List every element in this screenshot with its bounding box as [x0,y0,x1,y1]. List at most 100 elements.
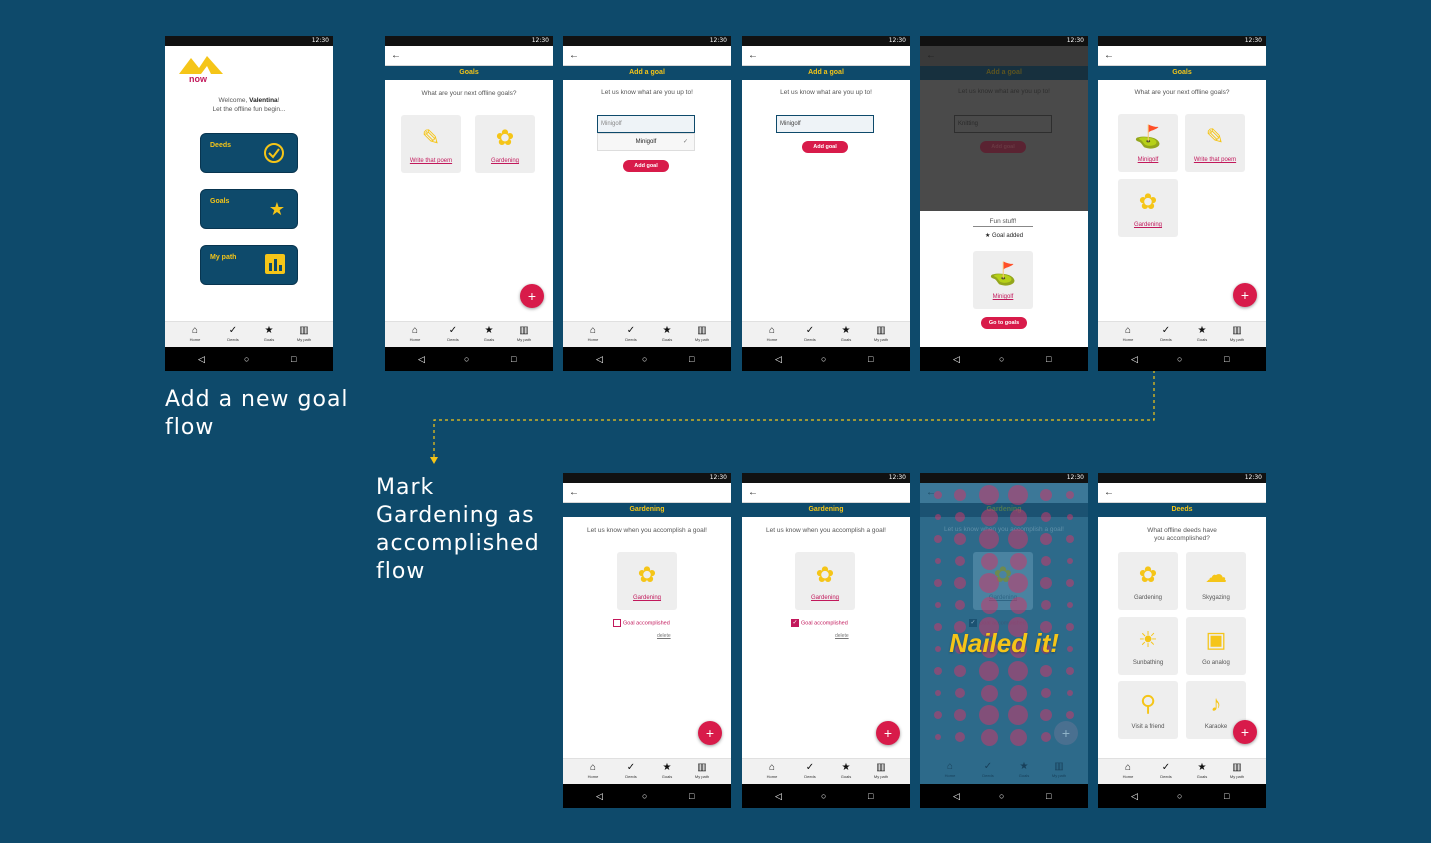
nav-home[interactable]: ⌂Home [578,325,608,343]
home-circle-icon[interactable]: ○ [642,354,648,364]
deed-tile-sunbathing[interactable]: ☀ Sunbathing [1118,617,1178,675]
nav-home[interactable]: ⌂Home [180,325,210,343]
add-goal-fab[interactable]: + [698,721,722,745]
nav-my-path[interactable]: ▥My path [866,325,896,343]
go-to-goals-button[interactable]: Go to goals [981,317,1027,329]
nav-deeds[interactable]: ✓Deeds [218,325,248,343]
nav-my-path[interactable]: ▥My path [687,762,717,780]
goal-tile-poem[interactable]: ✎ Write that poem [401,115,461,173]
recents-square-icon[interactable]: □ [291,354,297,364]
nav-deeds[interactable]: ✓Deeds [438,325,468,343]
nav-goals[interactable]: ★Goals [831,325,861,343]
deed-tile-visit-friend[interactable]: ⚲ Visit a friend [1118,681,1178,739]
deed-tile-skygazing[interactable]: ☁ Skygazing [1186,552,1246,610]
nav-goals[interactable]: ★Goals [474,325,504,343]
recents-square-icon[interactable]: □ [1046,354,1052,364]
nav-goals[interactable]: ★Goals [652,762,682,780]
nav-deeds[interactable]: ✓Deeds [1151,325,1181,343]
recents-square-icon[interactable]: □ [1046,791,1052,801]
home-circle-icon[interactable]: ○ [1177,791,1183,801]
goal-accomplished-checkbox[interactable]: ✓Goal accomplished [791,619,848,628]
nav-home[interactable]: ⌂Home [400,325,430,343]
back-arrow-icon[interactable]: ← [391,50,401,61]
nav-home[interactable]: ⌂Home [578,762,608,780]
back-arrow-icon[interactable]: ← [748,50,758,61]
add-goal-button[interactable]: Add goal [623,160,669,172]
nav-deeds[interactable]: ✓Deeds [1151,762,1181,780]
recents-square-icon[interactable]: □ [868,354,874,364]
add-goal-fab[interactable]: + [1233,283,1257,307]
back-triangle-icon[interactable]: ◁ [418,354,425,364]
back-triangle-icon[interactable]: ◁ [596,354,603,364]
goal-tile-gardening[interactable]: ✿ Gardening [617,552,677,610]
nav-deeds[interactable]: ✓Deeds [795,325,825,343]
nav-home[interactable]: ⌂Home [757,762,787,780]
nav-home[interactable]: ⌂Home [1113,325,1143,343]
goal-suggestion-option[interactable]: Minigolf ✓ [597,133,695,151]
nav-my-path[interactable]: ▥My path [687,325,717,343]
goal-tile-gardening[interactable]: ✿ Gardening [795,552,855,610]
goal-input[interactable]: Minigolf [776,115,874,133]
recents-square-icon[interactable]: □ [1224,354,1230,364]
back-triangle-icon[interactable]: ◁ [775,354,782,364]
goal-accomplished-checkbox[interactable]: Goal accomplished [613,619,670,628]
goal-tile-minigolf[interactable]: ⛳ Minigolf [1118,114,1178,172]
home-circle-icon[interactable]: ○ [642,791,648,801]
nav-my-path[interactable]: ▥My path [866,762,896,780]
nav-my-path[interactable]: ▥My path [1222,762,1252,780]
dim-overlay[interactable]: ← Add a goal Let us know what are you up… [920,46,1088,211]
my-path-button[interactable]: My path [200,245,298,285]
nav-deeds[interactable]: ✓Deeds [616,762,646,780]
home-circle-icon[interactable]: ○ [821,791,827,801]
recents-square-icon[interactable]: □ [689,791,695,801]
recents-square-icon[interactable]: □ [868,791,874,801]
nav-deeds[interactable]: ✓Deeds [616,325,646,343]
goal-tile-gardening[interactable]: ✿ Gardening [1118,179,1178,237]
home-circle-icon[interactable]: ○ [244,354,250,364]
nav-home[interactable]: ⌂Home [757,325,787,343]
back-arrow-icon[interactable]: ← [748,487,758,498]
back-triangle-icon[interactable]: ◁ [1131,791,1138,801]
recents-square-icon[interactable]: □ [511,354,517,364]
nav-my-path[interactable]: ▥My path [509,325,539,343]
deeds-button[interactable]: Deeds [200,133,298,173]
goal-tile-poem[interactable]: ✎ Write that poem [1185,114,1245,172]
back-arrow-icon[interactable]: ← [1104,487,1114,498]
recents-square-icon[interactable]: □ [1224,791,1230,801]
back-arrow-icon[interactable]: ← [569,50,579,61]
add-goal-fab[interactable]: + [876,721,900,745]
add-goal-fab[interactable]: + [520,284,544,308]
back-arrow-icon[interactable]: ← [1104,50,1114,61]
home-circle-icon[interactable]: ○ [999,354,1005,364]
home-circle-icon[interactable]: ○ [999,791,1005,801]
nav-goals[interactable]: ★Goals [1187,325,1217,343]
nav-my-path[interactable]: ▥My path [1222,325,1252,343]
recents-square-icon[interactable]: □ [689,354,695,364]
back-triangle-icon[interactable]: ◁ [596,791,603,801]
add-deed-fab[interactable]: + [1233,720,1257,744]
goal-tile-minigolf[interactable]: ⛳ Minigolf [973,251,1033,309]
nav-goals[interactable]: ★Goals [652,325,682,343]
back-triangle-icon[interactable]: ◁ [953,354,960,364]
goal-tile-gardening[interactable]: ✿ Gardening [475,115,535,173]
back-triangle-icon[interactable]: ◁ [775,791,782,801]
back-triangle-icon[interactable]: ◁ [198,354,205,364]
home-circle-icon[interactable]: ○ [821,354,827,364]
add-goal-button[interactable]: Add goal [802,141,848,153]
goals-button[interactable]: Goals ★ [200,189,298,229]
nav-goals[interactable]: ★Goals [831,762,861,780]
home-circle-icon[interactable]: ○ [1177,354,1183,364]
delete-link[interactable]: delete [657,633,671,639]
deed-tile-go-analog[interactable]: ▣ Go analog [1186,617,1246,675]
back-arrow-icon[interactable]: ← [569,487,579,498]
back-triangle-icon[interactable]: ◁ [1131,354,1138,364]
nav-my-path[interactable]: ▥My path [289,325,319,343]
delete-link[interactable]: delete [835,633,849,639]
home-circle-icon[interactable]: ○ [464,354,470,364]
nav-deeds[interactable]: ✓Deeds [795,762,825,780]
goal-input[interactable]: Minigolf [597,115,695,133]
back-triangle-icon[interactable]: ◁ [953,791,960,801]
nav-home[interactable]: ⌂Home [1113,762,1143,780]
nav-goals[interactable]: ★Goals [254,325,284,343]
nav-goals[interactable]: ★Goals [1187,762,1217,780]
